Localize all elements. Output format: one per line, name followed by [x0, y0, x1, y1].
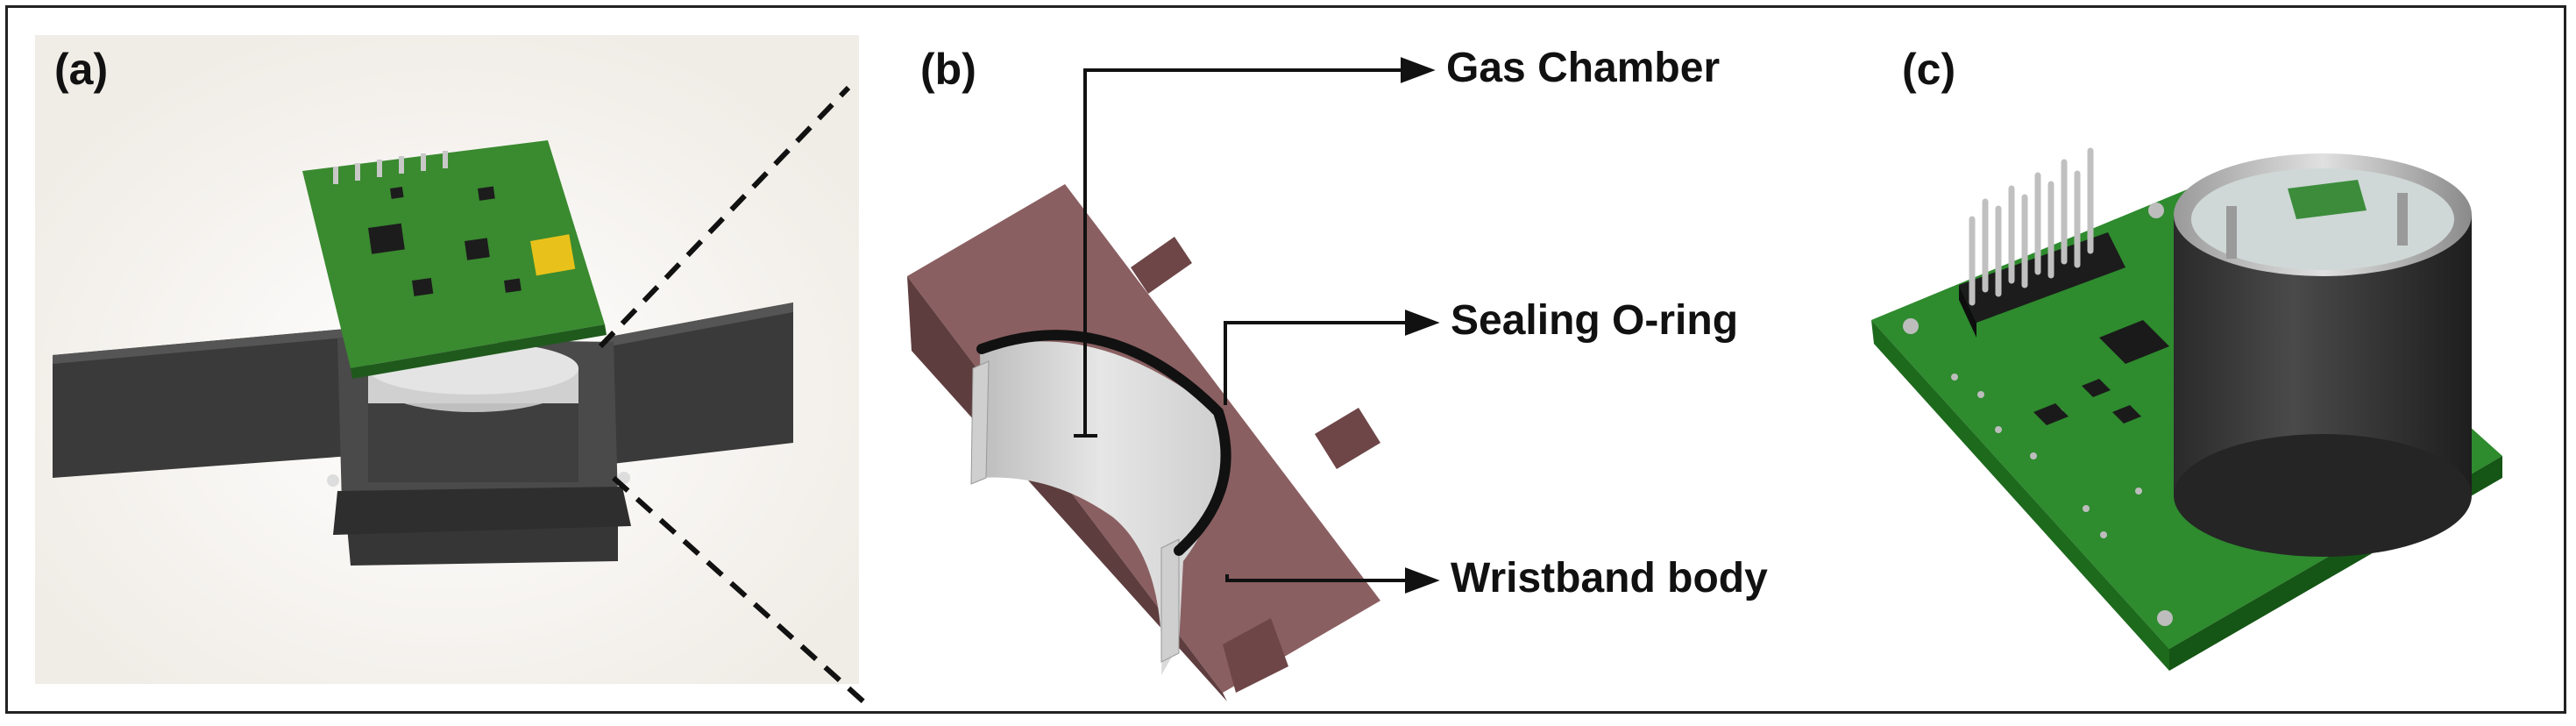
- callout-wristband-body: Wristband body: [1451, 555, 1768, 601]
- sensor-inner-post-right: [2397, 193, 2408, 246]
- zoom-line-bottom: [611, 475, 866, 704]
- panel-a-photo: [35, 35, 859, 684]
- pin-header-pins: [1969, 147, 2094, 306]
- left-strap: [53, 329, 351, 478]
- pin-header-base-top: [1959, 232, 2125, 323]
- screw-left: [327, 474, 339, 487]
- pcb-edge: [351, 324, 607, 379]
- pcb-pins: [333, 151, 448, 184]
- arrow-gas-chamber: [1401, 57, 1436, 83]
- panel-label-a: (a): [54, 45, 109, 94]
- body-tab-lower: [1223, 618, 1288, 693]
- arrow-wristband-body: [1405, 567, 1440, 594]
- module-vias: [1903, 203, 2471, 626]
- panel-label-b: (b): [920, 45, 976, 94]
- panel-b-crosssection: [907, 184, 1380, 701]
- housing-rim: [333, 487, 631, 535]
- right-strap-highlight: [605, 302, 793, 347]
- leader-gas-chamber: [1083, 68, 1402, 436]
- module-chips: [2033, 320, 2169, 425]
- sealing-oring: [976, 330, 1231, 556]
- sensor-inner-board: [2288, 180, 2367, 219]
- chamber-left-edge: [970, 360, 990, 485]
- panel-c-render: [1871, 147, 2502, 671]
- yellow-component: [530, 234, 576, 276]
- sensor-inner-post-left: [2226, 206, 2237, 259]
- screw-right: [618, 472, 630, 484]
- callout-sealing-oring: Sealing O-ring: [1451, 297, 1739, 344]
- chamber-right-edge: [1160, 538, 1180, 663]
- panel-label-c: (c): [1902, 45, 1956, 94]
- leader-wristband-body: [1225, 574, 1407, 582]
- callout-gas-chamber: Gas Chamber: [1446, 45, 1721, 91]
- body-tab-upper: [1131, 237, 1192, 294]
- arrow-sealing-oring: [1405, 310, 1440, 336]
- pcb-board: [302, 140, 605, 368]
- right-strap: [605, 302, 793, 465]
- sensor-window: [2191, 168, 2454, 270]
- zoom-line-top: [598, 85, 851, 349]
- body-tab-right: [1315, 408, 1380, 469]
- left-strap-highlight: [53, 329, 346, 364]
- sensor-cylinder-bottom: [2174, 434, 2472, 557]
- pin-header-base-side: [1959, 285, 1976, 338]
- pcb-components: [368, 186, 522, 296]
- leader-sealing-oring: [1224, 321, 1407, 405]
- module-pcb-left-edge: [1871, 320, 2169, 671]
